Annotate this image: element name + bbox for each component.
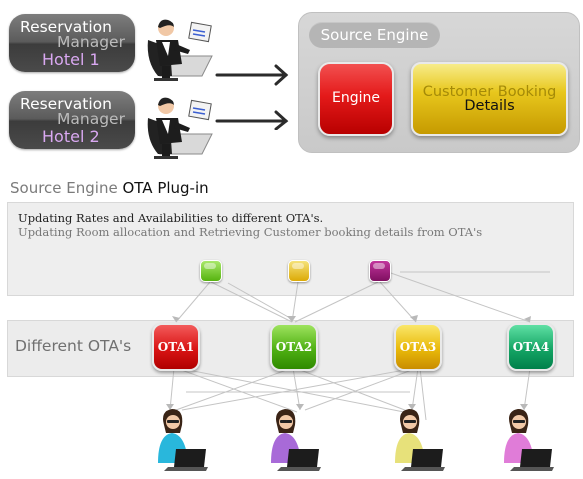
plugin-node-green-icon [200, 260, 222, 282]
customer-laptop-icon [158, 409, 208, 471]
ota2-button[interactable]: OTA2 [270, 323, 318, 371]
plugin-heading-prefix: Source Engine [10, 179, 118, 197]
rm-label-reservation: Reservation [20, 18, 112, 36]
plugin-heading: Source Engine OTA Plug-in [10, 179, 209, 197]
ota4-button[interactable]: OTA4 [507, 323, 555, 371]
businessman-at-desk-icon [147, 19, 213, 81]
rm-label-hotel: Hotel 2 [42, 127, 100, 146]
plugin-node-yellow-icon [288, 260, 310, 282]
details-label: Details [464, 98, 515, 114]
businessman-at-desk-icon [147, 97, 213, 159]
rm-label-manager: Manager [57, 33, 125, 51]
ota3-button[interactable]: OTA3 [394, 323, 442, 371]
source-engine-tab: Source Engine [309, 22, 440, 48]
customer-booking-details-button[interactable]: Customer Booking Details [411, 62, 568, 136]
customer-laptop-icon [395, 409, 445, 471]
reservation-manager-hotel-1: Reservation Manager Hotel 1 [9, 14, 135, 72]
rm-label-reservation: Reservation [20, 95, 112, 113]
different-otas-label: Different OTA's [15, 337, 132, 355]
rm-label-hotel: Hotel 1 [42, 50, 100, 69]
customer-laptop-icon [504, 409, 554, 471]
customer-booking-label: Customer Booking [422, 84, 557, 100]
plugin-node-magenta-icon [369, 260, 391, 282]
plugin-description-rooms: Updating Room allocation and Retrieving … [18, 225, 483, 239]
reservation-manager-hotel-2: Reservation Manager Hotel 2 [9, 91, 135, 149]
plugin-heading-strong: OTA Plug-in [122, 179, 209, 197]
engine-button[interactable]: Engine [318, 62, 394, 136]
flow-arrows [215, 64, 289, 130]
rm-label-manager: Manager [57, 110, 125, 128]
ota1-button[interactable]: OTA1 [152, 323, 200, 371]
plugin-description-rates: Updating Rates and Availabilities to dif… [18, 211, 324, 225]
customer-laptop-icon [271, 409, 321, 471]
